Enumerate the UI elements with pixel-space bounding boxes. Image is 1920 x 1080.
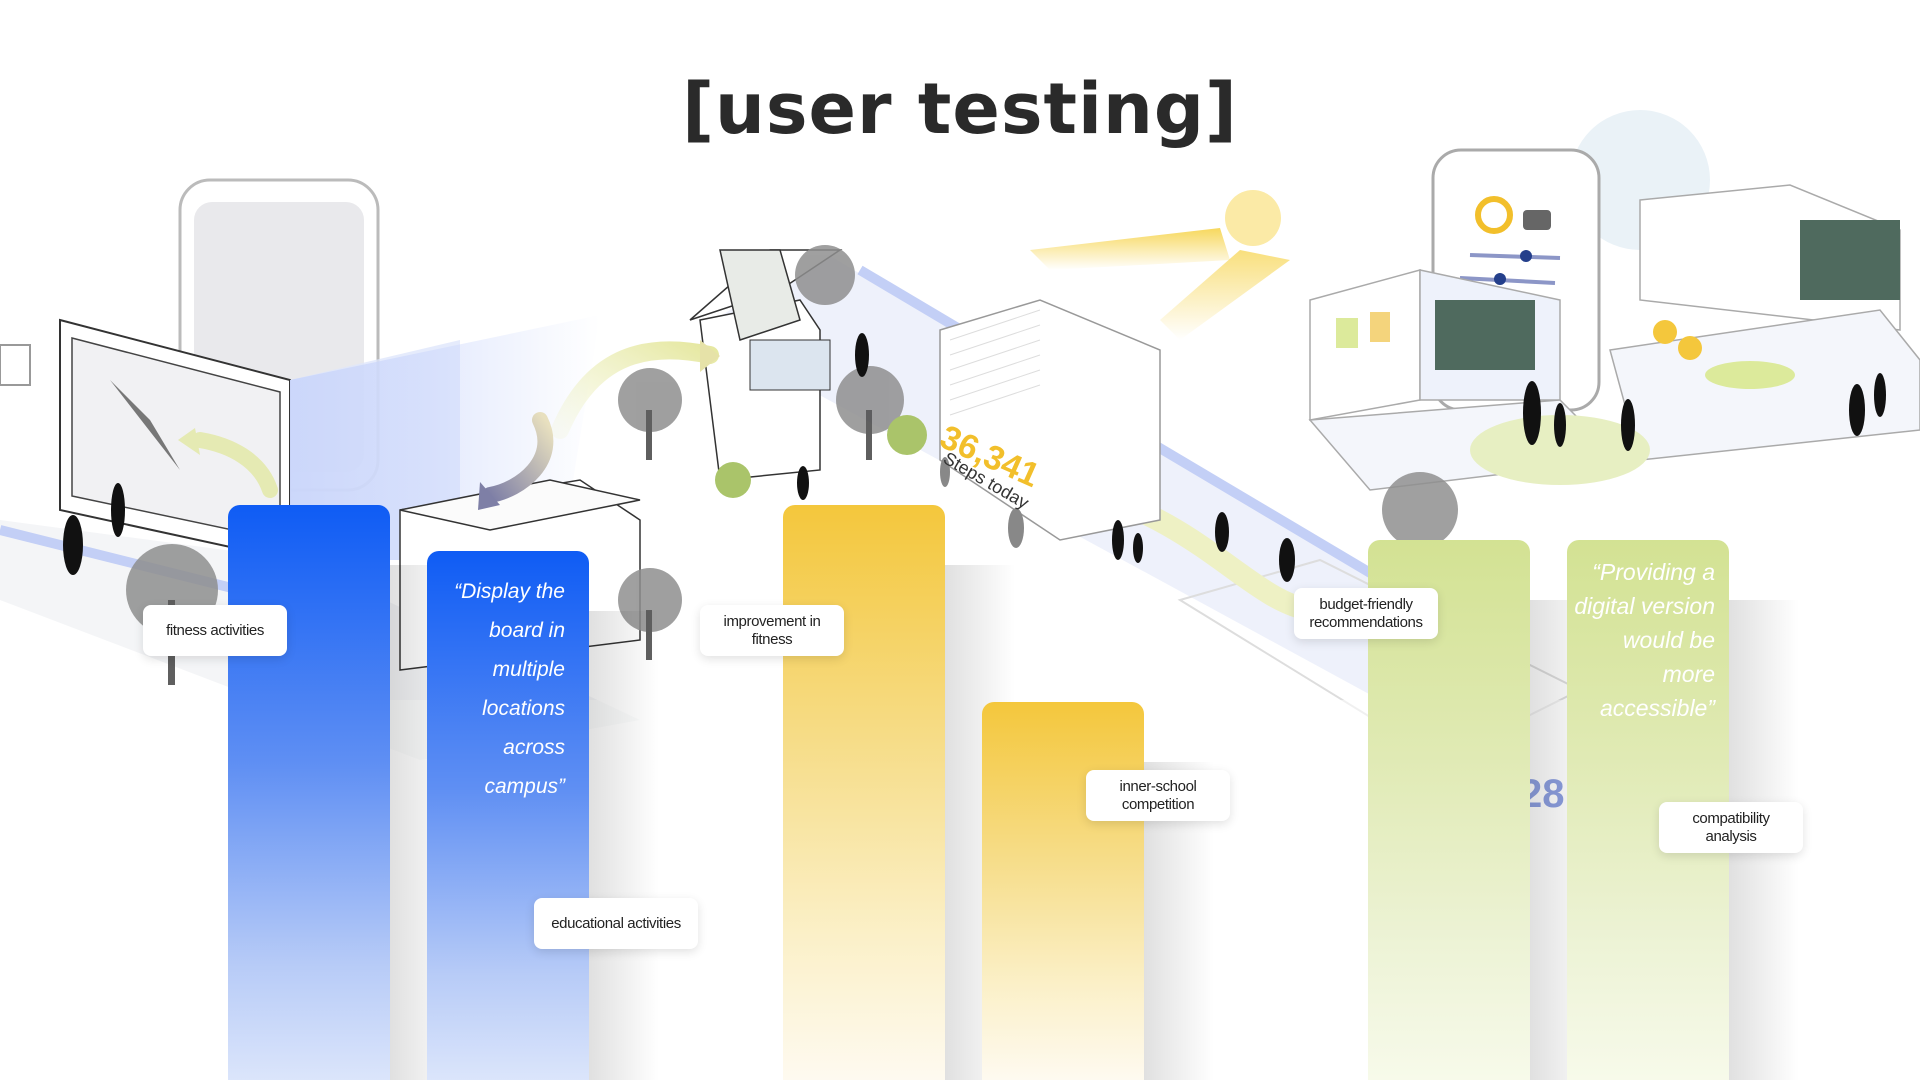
bar-compatibility-analysis [1567,540,1799,1080]
bar-improvement-in-fitness [783,505,1015,1080]
label-compatibility-analysis: compatibility analysis [1659,802,1803,853]
label-improvement-in-fitness: improvement in fitness [700,605,844,656]
bar-fitness-activities [228,505,460,1080]
page-title: [user testing] [682,68,1238,150]
compatibility-quote: “Providing a digital version would be mo… [1574,559,1715,721]
bar-inner-school-competition [982,702,1214,1080]
label-educational-activities: educational activities [534,898,698,949]
label-inner-school-competition: inner-school competition [1086,770,1230,821]
label-budget-friendly-recommendations: budget-friendly recommendations [1294,588,1438,639]
label-fitness-activities: fitness activities [143,605,287,656]
bar-educational-activities [427,551,659,1080]
educational-quote: “Display the board in multiple locations… [454,580,565,798]
